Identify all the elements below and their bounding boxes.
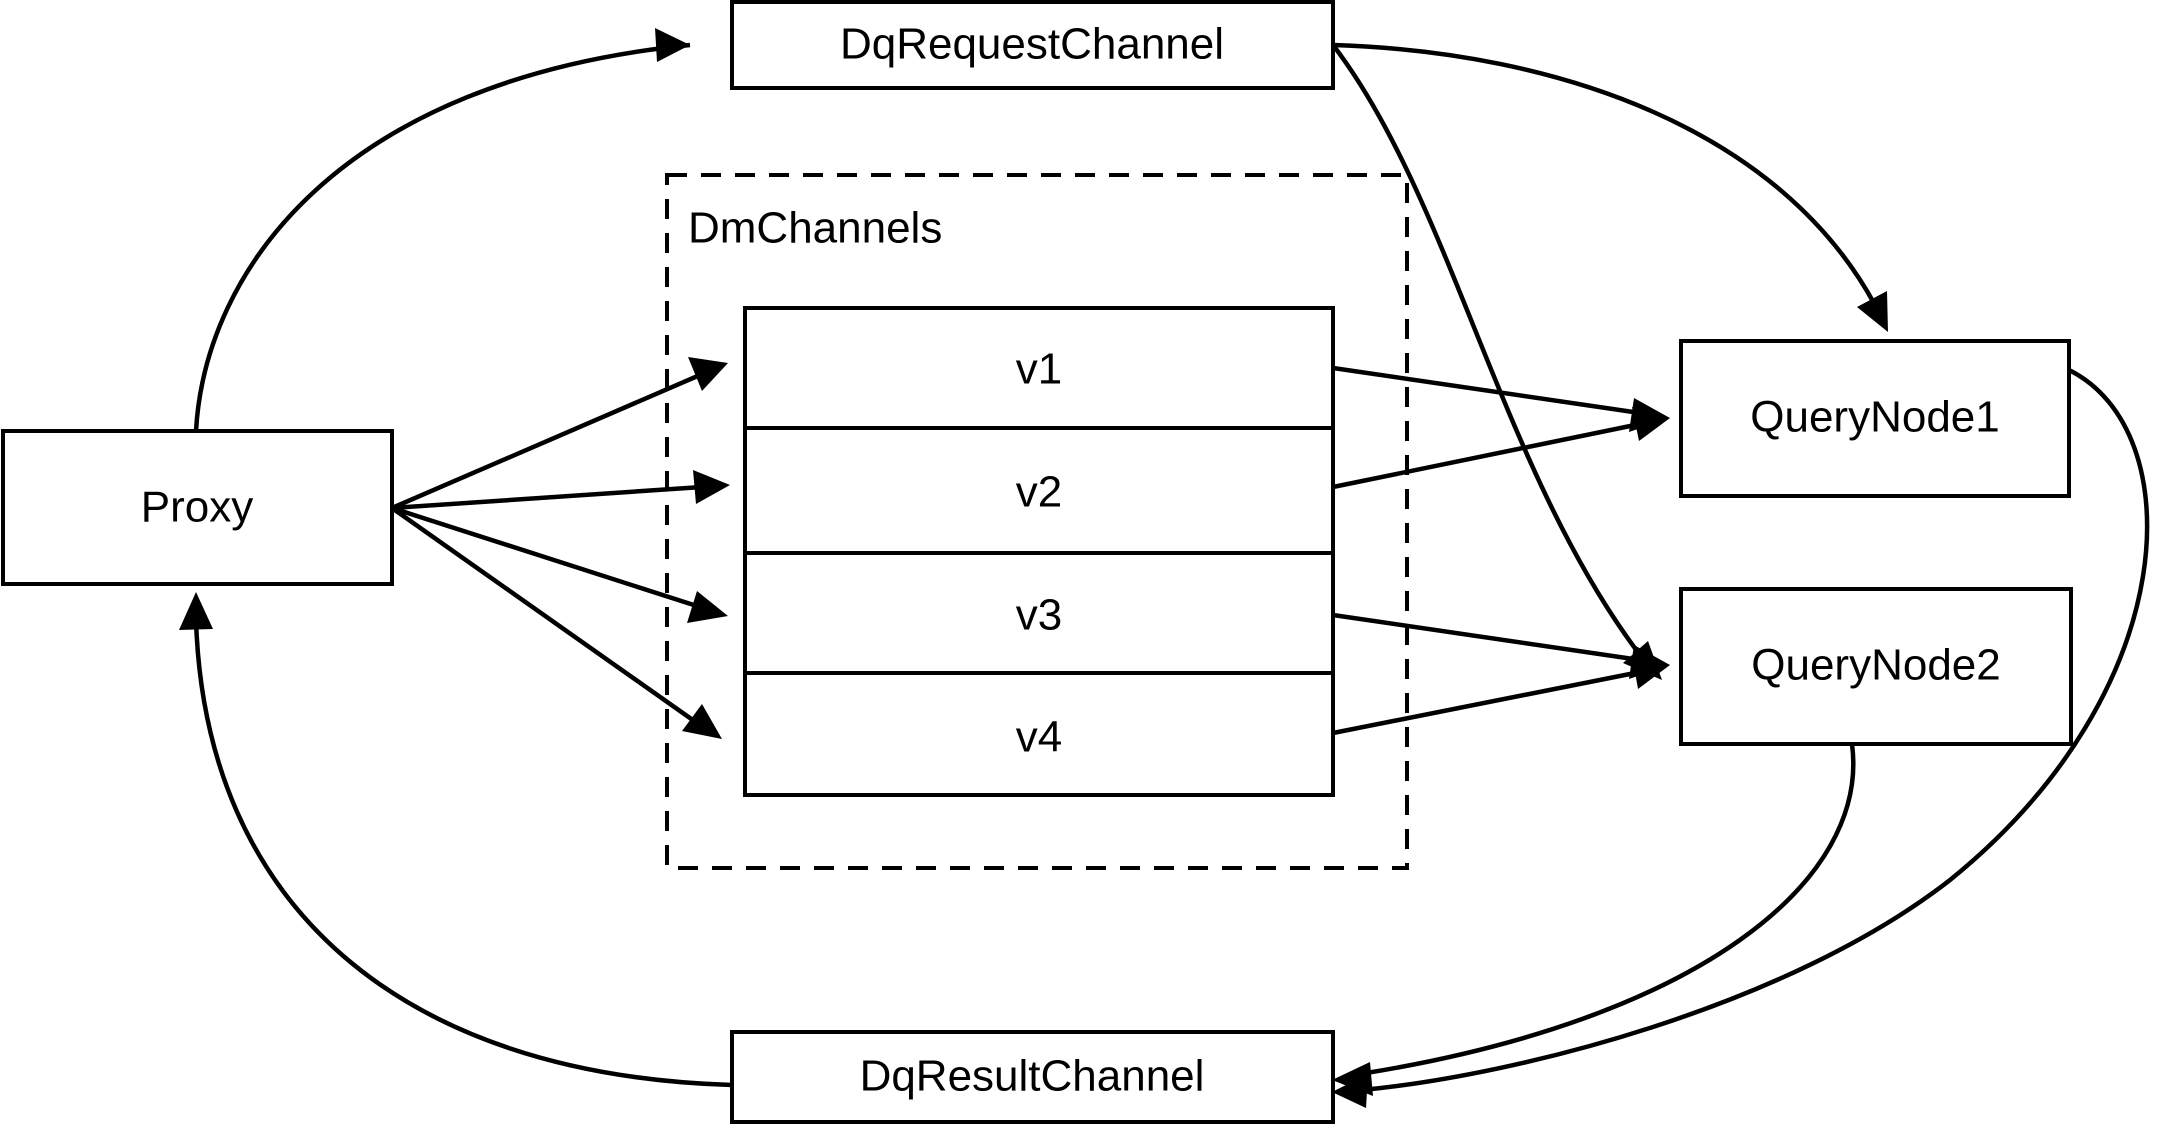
dq-request-channel-rect[interactable] bbox=[730, 0, 1335, 90]
dm-channel-row-label-v4: v4 bbox=[1016, 713, 1062, 762]
dm-channel-row-label-v1: v1 bbox=[1016, 345, 1062, 394]
edge-dq-result-channel-to-proxy bbox=[179, 592, 733, 1088]
node-query-node-1[interactable]: QueryNode1 bbox=[1679, 339, 2071, 498]
query-node-2-rect[interactable] bbox=[1679, 587, 2073, 746]
edge-dq-request-channel-to-querynode1 bbox=[1332, 42, 1888, 332]
dm-channel-row-label-v3: v3 bbox=[1016, 591, 1062, 640]
dq-request-channel-label: DqRequestChannel bbox=[840, 20, 1224, 69]
edge-proxy-to-v4 bbox=[390, 506, 722, 739]
list-item[interactable]: v4 bbox=[1016, 713, 1062, 762]
list-item[interactable]: v1 bbox=[1016, 345, 1062, 394]
query-node-1-rect[interactable] bbox=[1679, 339, 2071, 498]
query-node-1-label: QueryNode1 bbox=[1750, 393, 1999, 442]
list-item[interactable]: v2 bbox=[1016, 468, 1062, 517]
list-item[interactable]: v3 bbox=[1016, 591, 1062, 640]
edge-v2-to-querynode1 bbox=[1332, 407, 1670, 490]
edge-dq-request-channel-to-querynode2 bbox=[1331, 43, 1662, 680]
proxy-label: Proxy bbox=[141, 483, 253, 532]
dq-result-channel-label: DqResultChannel bbox=[860, 1052, 1205, 1101]
dm-channels-table: v1 v2 v3 v4 bbox=[743, 306, 1335, 797]
edge-v4-to-querynode2 bbox=[1332, 655, 1670, 736]
dm-channel-row-label-v2: v2 bbox=[1016, 468, 1062, 517]
dq-result-channel-rect[interactable] bbox=[730, 1030, 1335, 1124]
edge-proxy-to-v3 bbox=[391, 505, 728, 623]
edge-querynode2-to-dq-result-channel bbox=[1332, 743, 1856, 1096]
node-dq-request-channel[interactable]: DqRequestChannel bbox=[730, 0, 1335, 90]
dm-channels-dashed-rect bbox=[665, 173, 1409, 870]
edge-proxy-to-v2 bbox=[391, 470, 730, 511]
query-node-2-label: QueryNode2 bbox=[1751, 641, 2000, 690]
dm-channels-label: DmChannels bbox=[688, 204, 942, 253]
proxy-rect[interactable] bbox=[1, 429, 394, 586]
node-query-node-2[interactable]: QueryNode2 bbox=[1679, 587, 2073, 746]
node-dq-result-channel[interactable]: DqResultChannel bbox=[730, 1030, 1335, 1124]
node-proxy[interactable]: Proxy bbox=[1, 429, 394, 586]
group-dm-channels: DmChannels bbox=[665, 173, 1409, 870]
edge-proxy-to-dq-request-channel bbox=[193, 28, 691, 432]
edge-proxy-to-v1 bbox=[391, 357, 728, 511]
